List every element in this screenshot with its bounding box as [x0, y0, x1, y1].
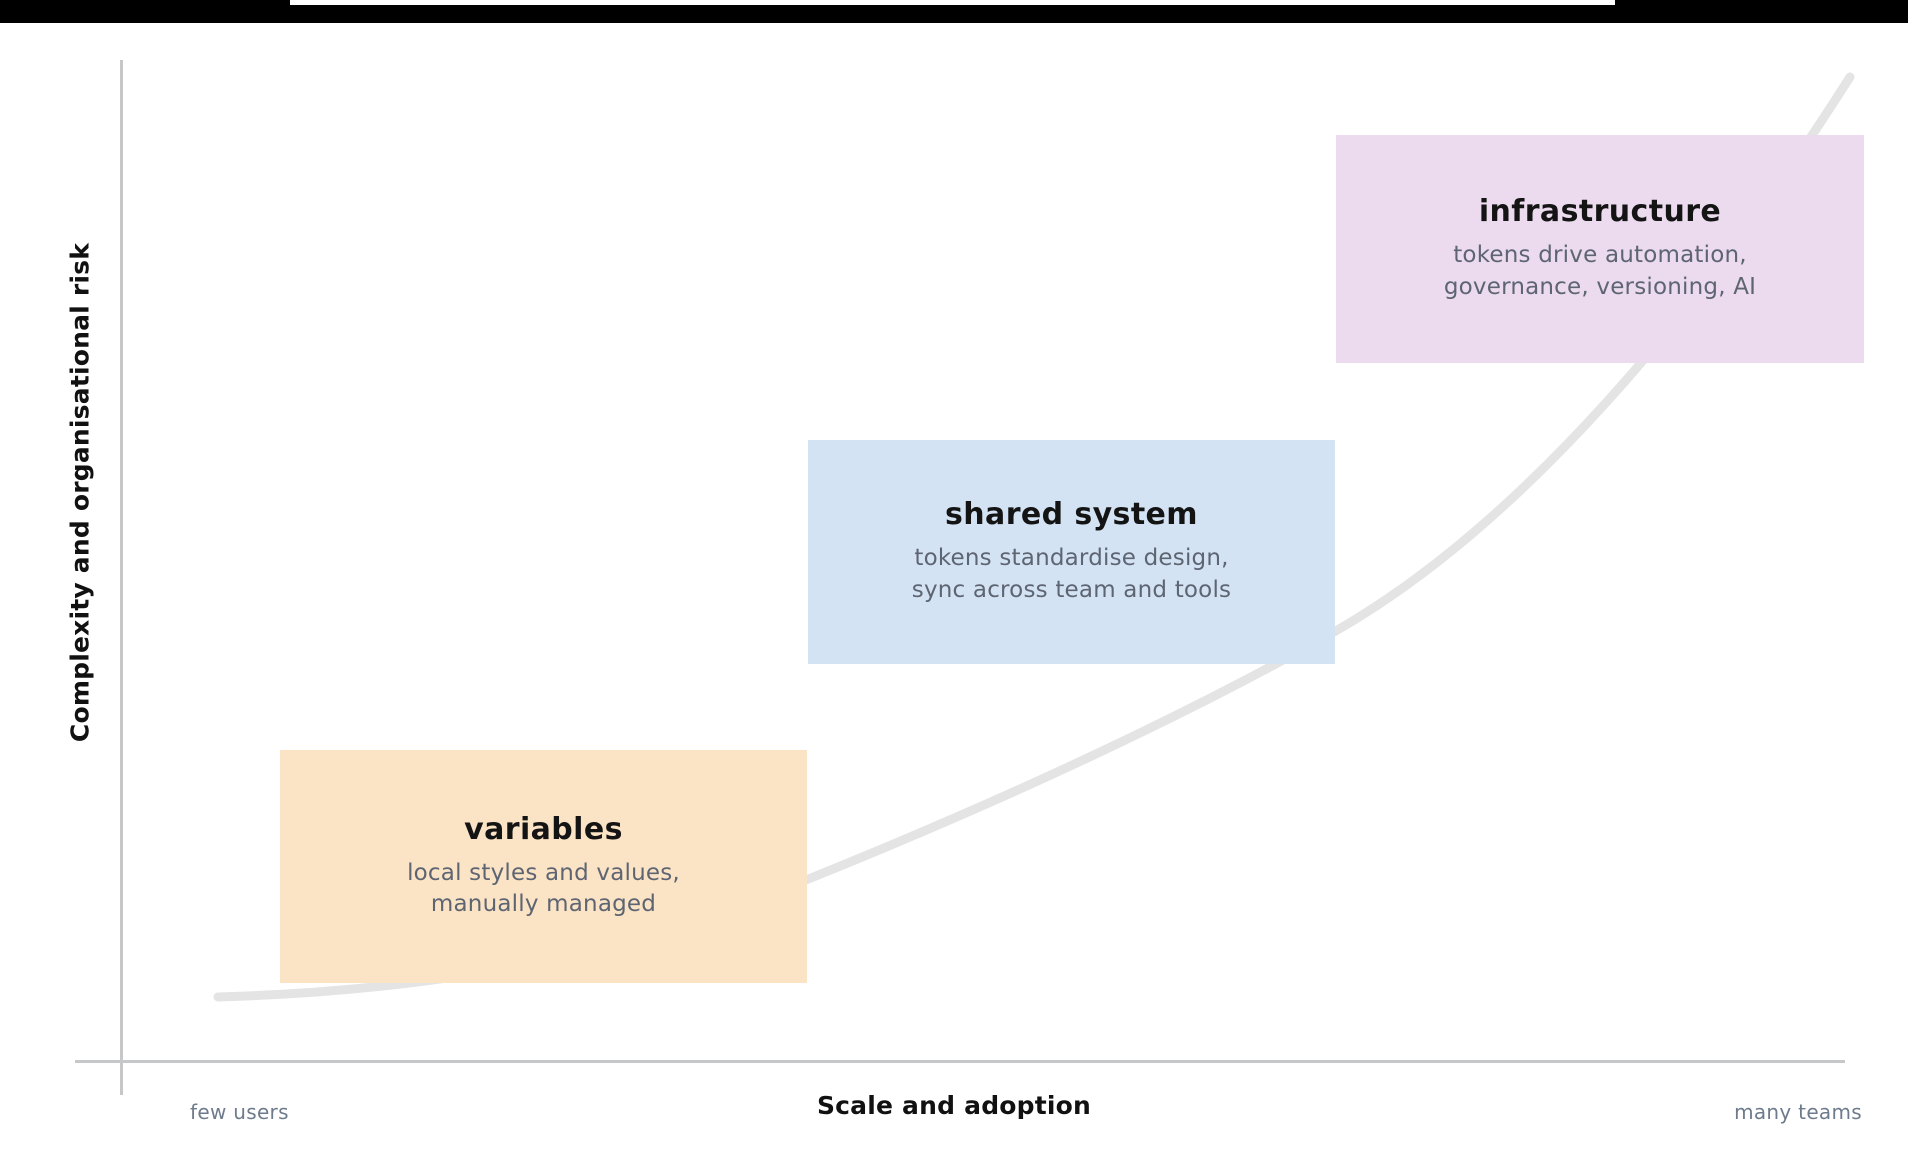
stage-description-infrastructure-line2: governance, versioning, AI: [1443, 273, 1757, 300]
stage-description-shared-system-line2: sync across team and tools: [911, 576, 1232, 603]
stage-box-variables[interactable]: variables local styles and values, manua…: [280, 750, 807, 983]
stage-description-shared-system: tokens standardise design, sync across t…: [912, 543, 1231, 606]
x-axis-tick-min: few users: [190, 1100, 289, 1124]
stage-box-infrastructure[interactable]: infrastructure tokens drive automation, …: [1336, 135, 1864, 363]
y-axis-label: Complexity and organisational risk: [65, 242, 95, 743]
stage-title-variables: variables: [464, 811, 623, 847]
chart-plot-area: Complexity and organisational risk Scale…: [0, 23, 1908, 1176]
x-axis-label: Scale and adoption: [816, 1091, 1092, 1120]
stage-description-variables-line2: manually managed: [430, 891, 657, 917]
stage-description-variables-line1: local styles and values,: [407, 859, 680, 886]
stage-title-infrastructure: infrastructure: [1478, 194, 1722, 230]
stage-description-infrastructure-line1: tokens drive automation,: [1453, 242, 1747, 269]
stage-description-shared-system-line1: tokens standardise design,: [914, 545, 1229, 572]
stage-description-variables: local styles and values, manually manage…: [407, 858, 680, 921]
window-chrome-notch: [290, 0, 1615, 5]
stage-title-shared-system: shared system: [945, 497, 1198, 533]
y-axis-line: [120, 60, 123, 1095]
stage-box-shared-system[interactable]: shared system tokens standardise design,…: [808, 440, 1335, 664]
stage-description-infrastructure: tokens drive automation, governance, ver…: [1444, 240, 1756, 303]
window-chrome-bar: [0, 0, 1908, 23]
x-axis-tick-max: many teams: [1734, 1100, 1862, 1124]
x-axis-line: [75, 1060, 1845, 1063]
